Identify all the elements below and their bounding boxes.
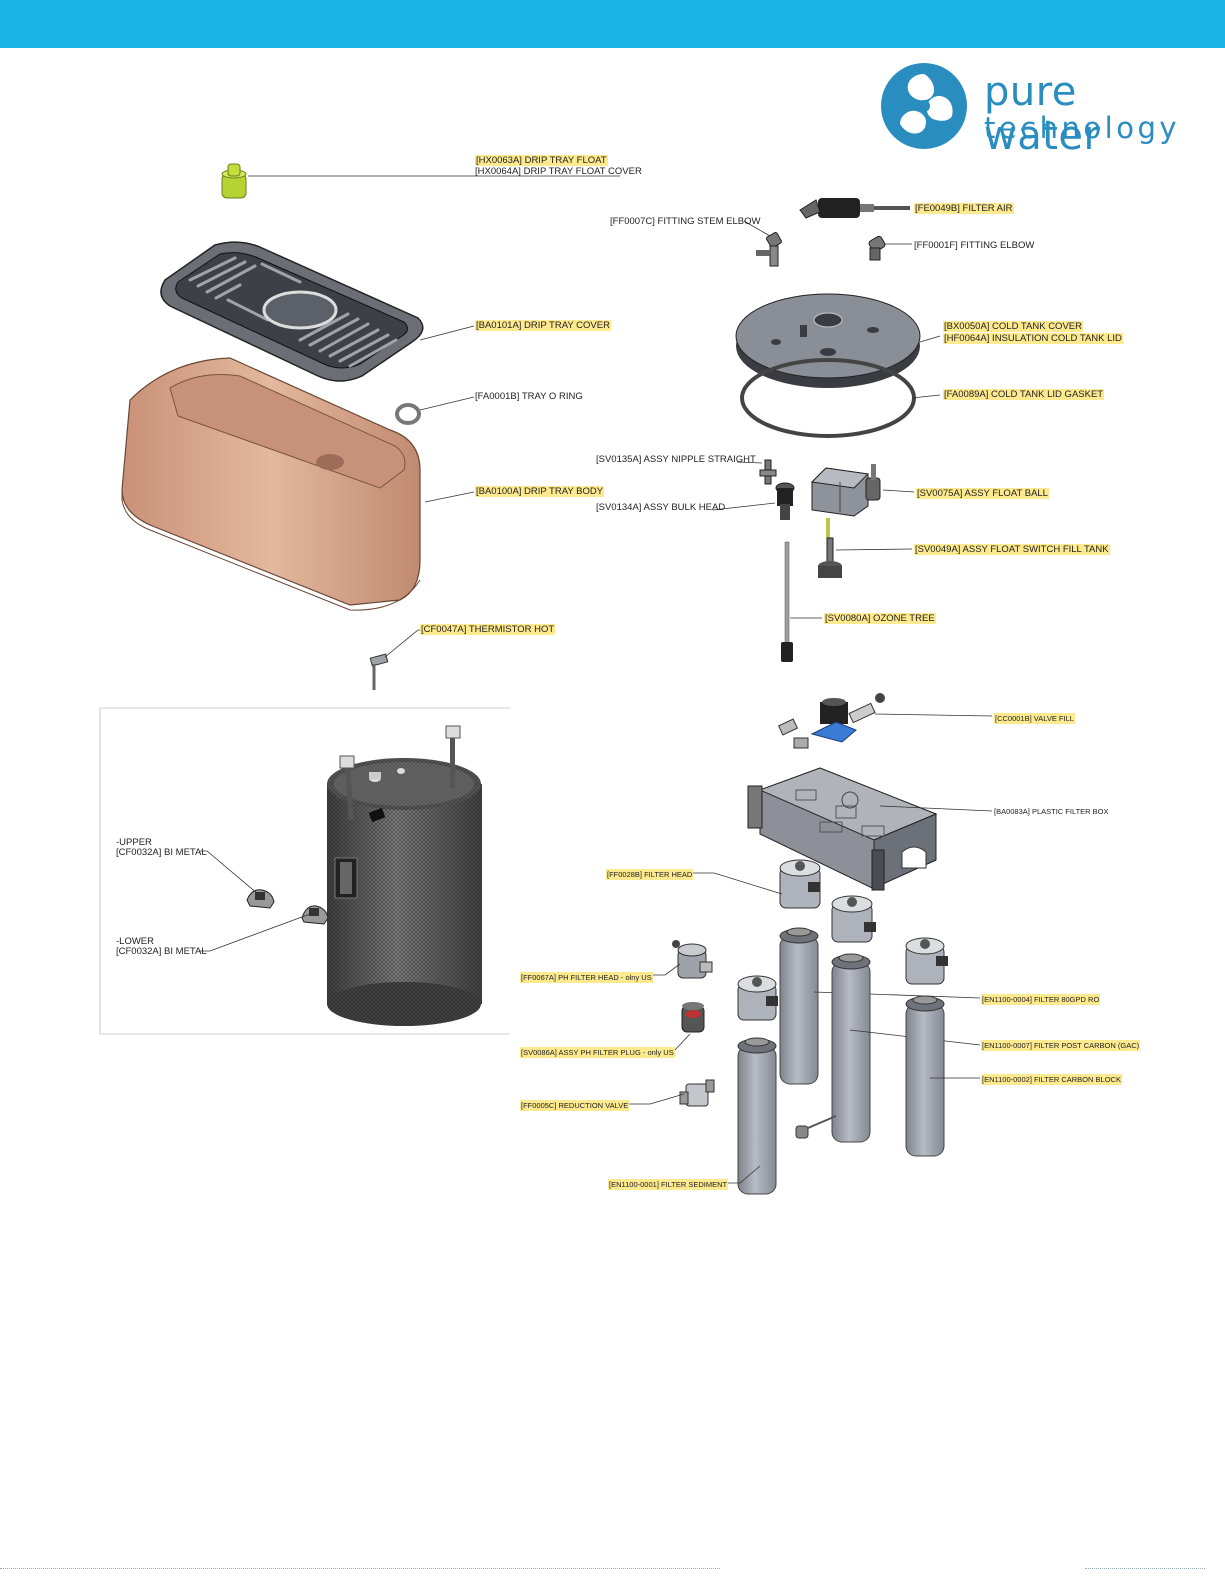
label-cold-tank-cover: [BX0050A] COLD TANK COVER (943, 321, 1083, 332)
label-cold-tank-lid-gasket: [FA0089A] COLD TANK LID GASKET (943, 389, 1105, 400)
label-lower-bimetal: [CF0032A] BI METAL (116, 946, 207, 957)
label-fitting-stem-elbow: [FF0007C] FITTING STEM ELBOW (610, 216, 761, 227)
tray-o-ring-part (395, 403, 421, 425)
label-upper-bimetal: [CF0032A] BI METAL (116, 847, 207, 858)
bimetal-lower-part (301, 905, 329, 925)
filter-air-part (799, 198, 910, 219)
logo-text-line2: technology (984, 111, 1181, 145)
filter-head-part-2 (831, 895, 876, 943)
logo-text-line1: pure water (984, 69, 1101, 159)
label-filter-sediment: [EN1100-0001] FILTER SEDIMENT (608, 1179, 729, 1190)
hot-tank-frame (99, 707, 510, 1035)
label-upper-position: -UPPER (116, 837, 152, 848)
valve-fill-part (777, 693, 885, 749)
label-thermistor-hot: [CF0047A] THERMISTOR HOT (420, 624, 556, 635)
assy-bulk-head-part (775, 482, 795, 520)
label-assy-bulk-head: [SV0134A] ASSY BULK HEAD (596, 502, 726, 513)
label-filter-ro: [EN1100-0004] FILTER 80GPD RO (981, 994, 1101, 1005)
filter-post-carbon-part (831, 953, 871, 1143)
label-lower-position: -LOWER (116, 936, 154, 947)
label-assy-nipple-straight: [SV0135A] ASSY NIPPLE STRAIGHT (596, 454, 756, 465)
ph-filter-head-part (672, 940, 713, 979)
assy-nipple-straight-part (759, 459, 777, 485)
label-insulation-cold-tank-lid: [HF0064A] INSULATION COLD TANK LID (943, 333, 1123, 344)
label-ph-filter-plug: [SV0086A] ASSY PH FILTER PLUG - only US (520, 1047, 675, 1058)
label-ozone-tree: [SV0080A] OZONE TREE (824, 613, 936, 624)
label-drip-tray-float: [HX0063A] DRIP TRAY FLOAT (475, 155, 608, 166)
filter-ro-part (779, 927, 819, 1085)
drip-tray-body-part (121, 357, 421, 611)
filter-carbon-block-part (905, 995, 945, 1157)
label-fitting-elbow: [FF0001F] FITTING ELBOW (914, 240, 1035, 251)
hot-tank-part (327, 725, 482, 1026)
label-drip-tray-float-cover: [HX0064A] DRIP TRAY FLOAT COVER (475, 166, 642, 177)
page-footer (0, 1568, 1225, 1585)
drip-tray-float-part (221, 163, 247, 199)
brand-logo: pure water technology (878, 60, 1188, 158)
ozone-tree-part (781, 541, 793, 662)
small-fitting-part (795, 1115, 837, 1139)
label-reduction-valve: [FF0005C] REDUCTION VALVE (520, 1100, 630, 1111)
plastic-filter-box-part (747, 767, 938, 891)
reduction-valve-part (679, 1079, 715, 1107)
assy-float-ball-part (810, 464, 881, 517)
label-plastic-filter-box: [BA0083A] PLASTIC FILTER BOX (994, 807, 1109, 816)
label-tray-o-ring: [FA0001B] TRAY O RING (475, 391, 583, 402)
label-assy-float-switch: [SV0049A] ASSY FLOAT SWITCH FILL TANK (914, 544, 1110, 555)
filter-head-part-4 (737, 975, 778, 1021)
fitting-stem-elbow-part (756, 232, 782, 267)
header-bar (0, 0, 1225, 48)
label-drip-tray-body: [BA0100A] DRIP TRAY BODY (475, 486, 605, 497)
label-filter-post-carbon: [EN1100-0007] FILTER POST CARBON (GAC) (981, 1040, 1141, 1051)
assy-float-switch-part (818, 518, 842, 578)
label-filter-head: [FF0028B] FILTER HEAD (606, 869, 694, 880)
label-assy-float-ball: [SV0075A] ASSY FLOAT BALL (916, 488, 1049, 499)
thermistor-hot-part (369, 653, 389, 690)
label-filter-carbon-block: [EN1100-0002] FILTER CARBON BLOCK (981, 1074, 1122, 1085)
filter-sediment-part (737, 1037, 777, 1195)
label-ph-filter-head: [FF0067A] PH FILTER HEAD - olny US (520, 972, 653, 983)
ph-filter-plug-part (681, 1002, 705, 1033)
filter-head-part (779, 859, 821, 909)
bimetal-upper-part (246, 889, 275, 909)
label-drip-tray-cover: [BA0101A] DRIP TRAY COVER (475, 320, 611, 331)
drip-tray-cover-part (160, 241, 424, 382)
swirl-logo-icon (881, 63, 967, 149)
label-filter-air: [FE0049B] FILTER AIR (914, 203, 1014, 214)
filter-head-part-3 (905, 937, 948, 985)
label-valve-fill: [CC0001B] VALVE FILL (994, 713, 1075, 724)
fitting-elbow-part (868, 235, 886, 261)
